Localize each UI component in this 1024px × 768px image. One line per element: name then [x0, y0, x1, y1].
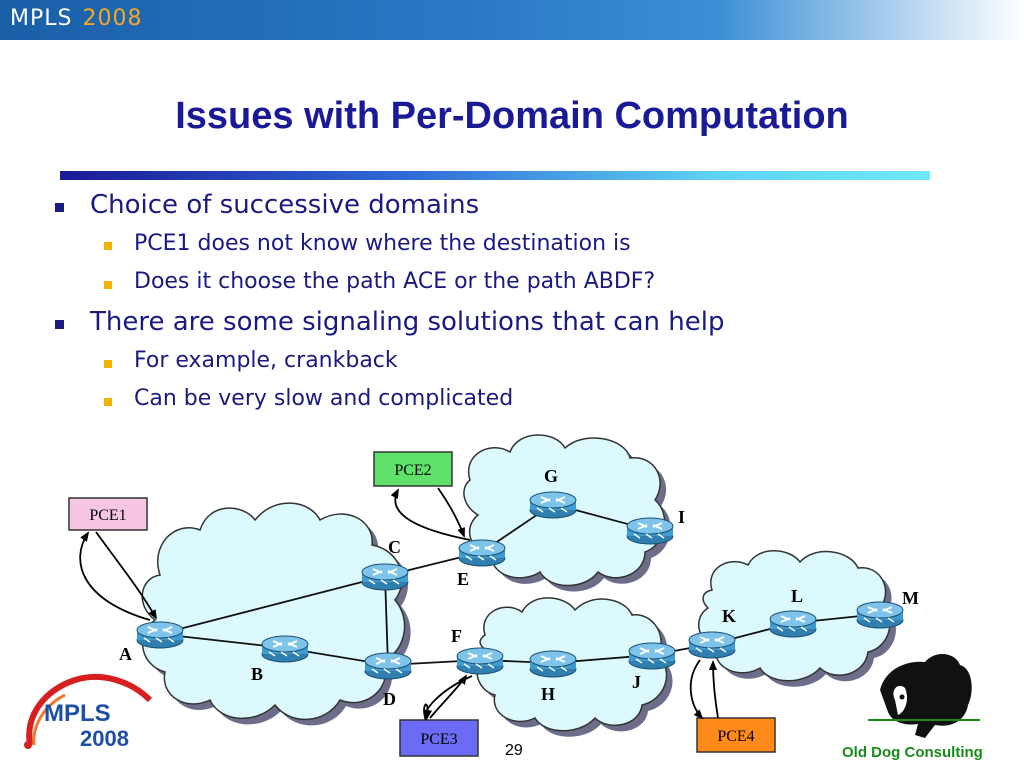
router-d — [364, 652, 412, 680]
title-underline — [60, 171, 930, 180]
node-label-g: G — [544, 466, 558, 486]
header-bar: MPLS 2008 — [0, 0, 1024, 40]
sub-bullet-marker — [104, 360, 112, 368]
router-h — [529, 650, 577, 678]
pce1-box: PCE1 — [68, 497, 148, 531]
router-j — [628, 642, 676, 670]
bullet-1-sub-2: Does it choose the path ACE or the path … — [134, 269, 656, 294]
bullet-1: Choice of successive domains — [90, 190, 480, 220]
cloud-domain-2 — [463, 434, 671, 592]
pce3-label: PCE3 — [420, 731, 457, 748]
logo-year-text: 2008 — [80, 726, 129, 751]
bullet-2-sub-2: Can be very slow and complicated — [134, 386, 514, 411]
router-f — [456, 647, 504, 675]
router-m — [856, 601, 904, 629]
sub-bullet-marker — [104, 398, 112, 406]
bullet-2-sub-1: For example, crankback — [134, 348, 398, 373]
bullet-marker — [55, 320, 64, 329]
logo-mpls-text: MPLS — [44, 700, 111, 727]
sub-bullet-marker — [104, 242, 112, 250]
pce4-box: PCE4 — [696, 717, 776, 753]
router-e — [458, 539, 506, 567]
header-brand: MPLS 2008 — [10, 6, 142, 31]
cloud-domain-3 — [476, 597, 673, 737]
router-b — [261, 635, 309, 663]
pce-arrows — [79, 487, 719, 721]
pce2-label: PCE2 — [394, 462, 431, 479]
router-l — [769, 610, 817, 638]
router-g — [529, 491, 577, 519]
dog-logo — [868, 654, 980, 738]
node-label-k: K — [722, 606, 736, 626]
header-brand-year: 2008 — [82, 6, 143, 31]
node-label-h: H — [541, 684, 555, 704]
sub-bullet-marker — [104, 281, 112, 289]
node-label-e: E — [457, 569, 469, 589]
router-i — [626, 517, 674, 545]
node-label-a: A — [119, 644, 132, 664]
page-number: 29 — [505, 742, 523, 759]
node-label-b: B — [251, 664, 263, 684]
pce4-label: PCE4 — [717, 728, 754, 745]
bullet-marker — [55, 203, 64, 212]
node-label-m: M — [902, 588, 919, 608]
bullet-1-sub-1: PCE1 does not know where the destination… — [134, 231, 631, 256]
pce3-box: PCE3 — [399, 719, 479, 757]
node-label-i: I — [678, 507, 685, 527]
company-name: Old Dog Consulting — [842, 744, 983, 761]
router-a — [136, 621, 184, 649]
node-label-d: D — [383, 689, 396, 709]
router-c — [361, 563, 409, 591]
node-label-c: C — [388, 537, 401, 557]
pce2-box: PCE2 — [373, 451, 453, 487]
mpls-logo-swoosh — [24, 674, 153, 749]
bullet-2: There are some signaling solutions that … — [90, 307, 725, 337]
node-label-l: L — [791, 586, 803, 606]
slide-title: Issues with Per-Domain Computation — [175, 95, 849, 137]
header-brand-text: MPLS — [10, 6, 73, 31]
cloud-domain-1 — [141, 502, 411, 726]
node-label-j: J — [632, 672, 641, 692]
router-k — [688, 631, 736, 659]
pce1-label: PCE1 — [89, 507, 126, 524]
node-label-f: F — [451, 626, 462, 646]
